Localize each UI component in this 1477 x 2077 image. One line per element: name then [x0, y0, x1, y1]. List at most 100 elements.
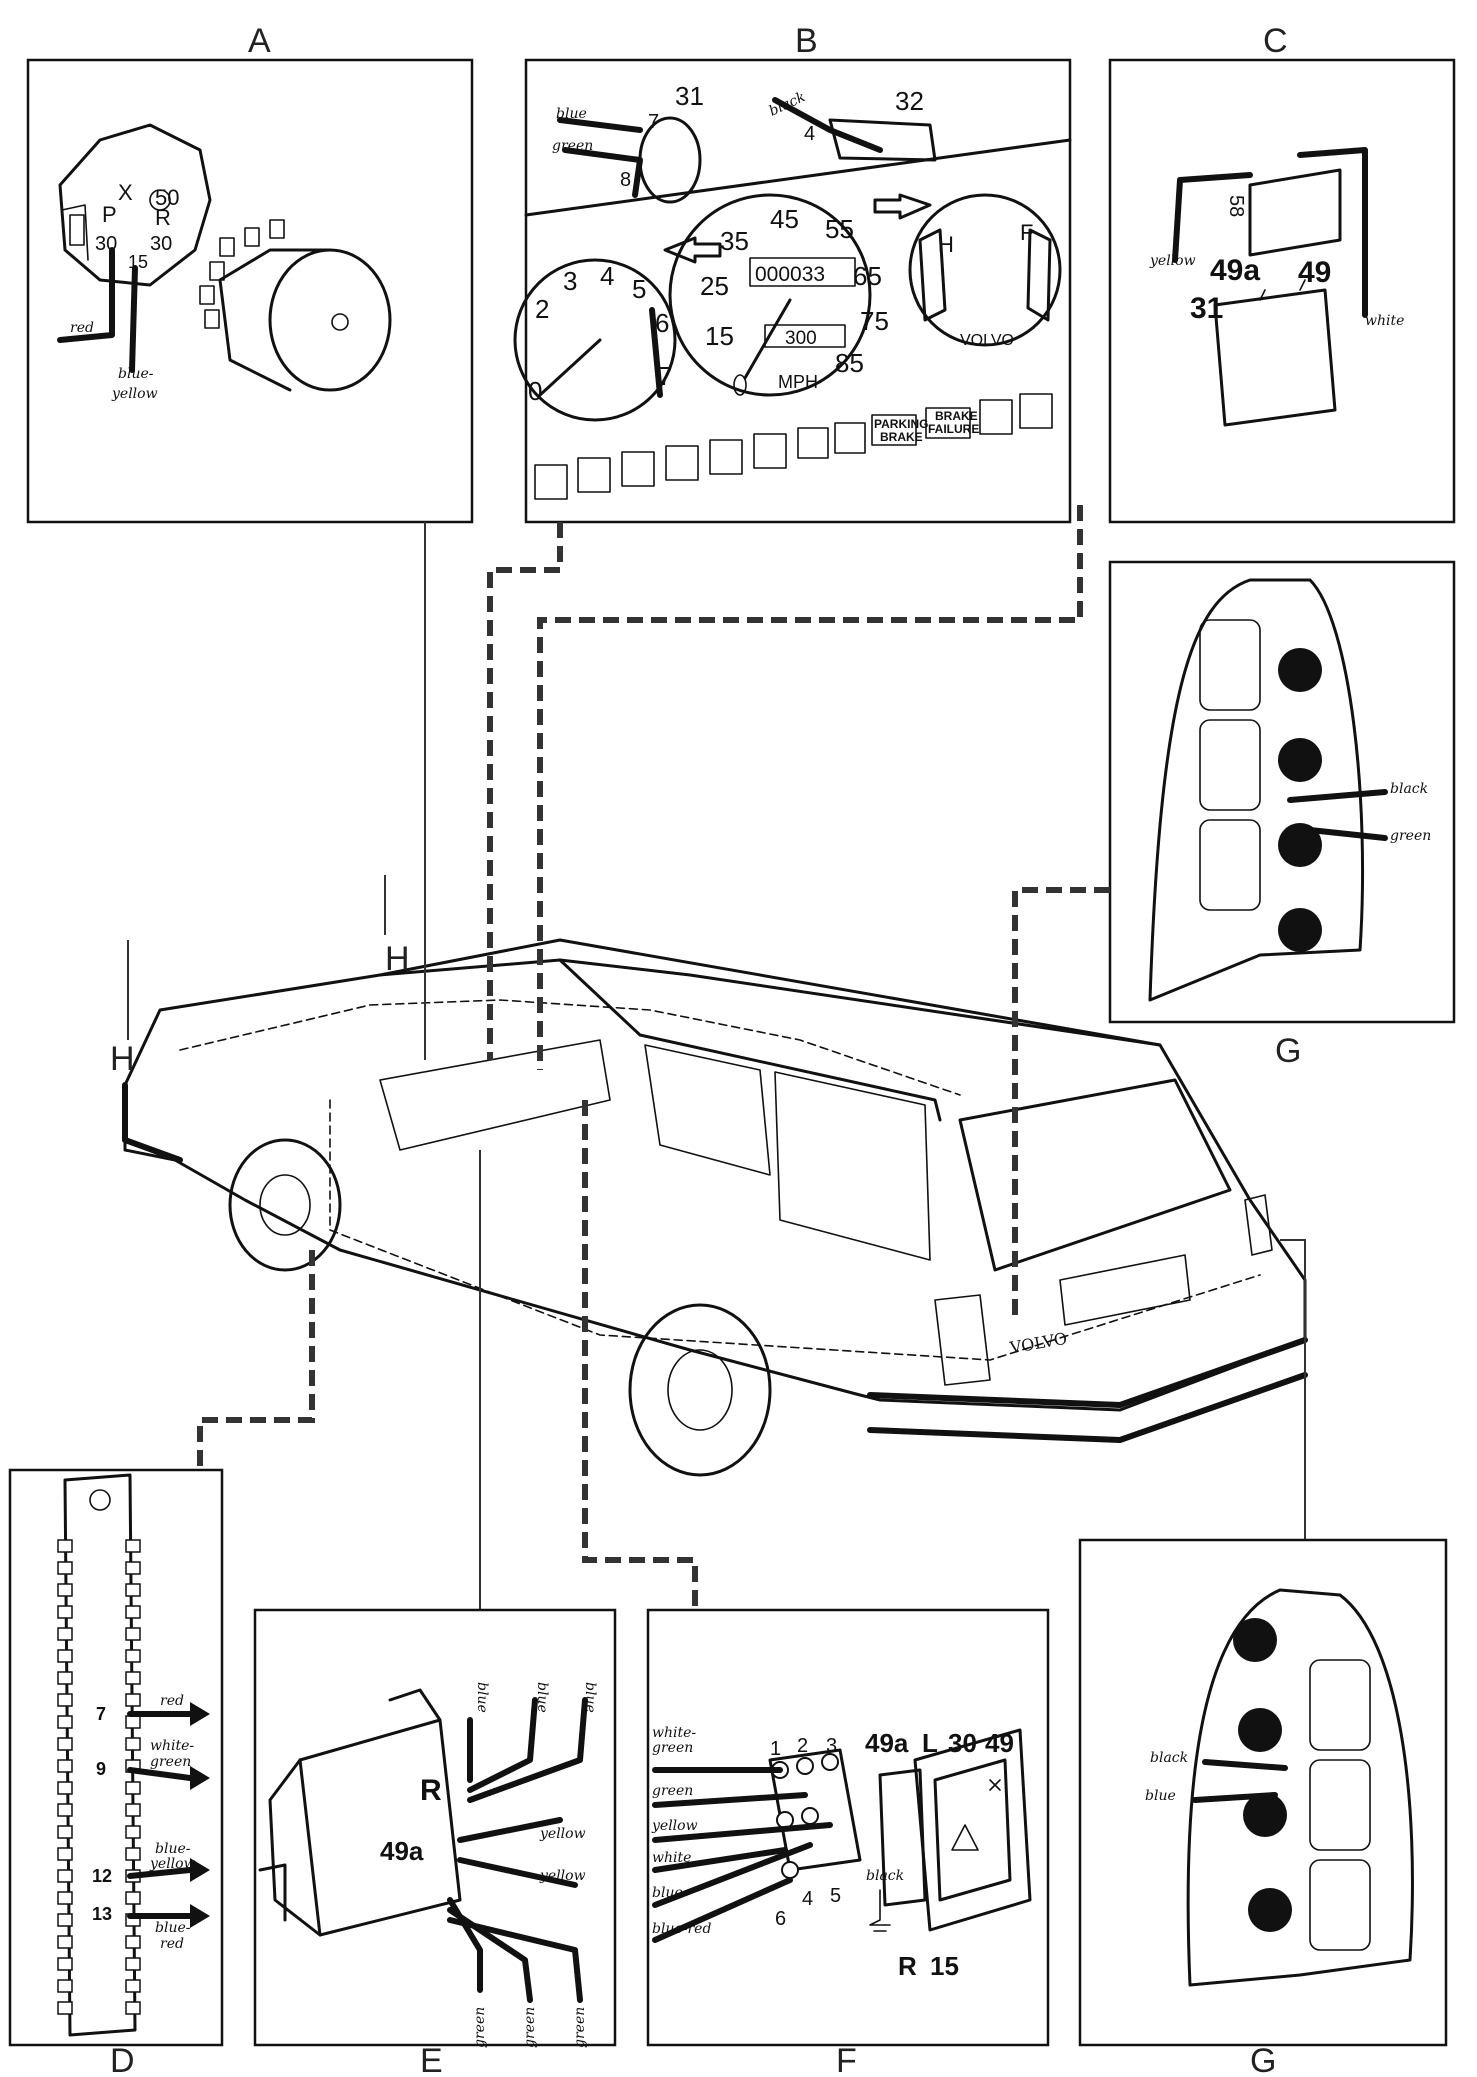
terminal-pin	[57, 1715, 73, 1729]
svg-text:49a: 49a	[1210, 254, 1260, 287]
terminal-pin	[57, 1561, 73, 1575]
svg-text:13: 13	[92, 1904, 112, 1924]
connector-31-icon	[557, 116, 702, 204]
terminal-pin	[57, 1583, 73, 1597]
svg-text:7: 7	[658, 361, 672, 391]
tail-lamp-icon-2	[1186, 1588, 1414, 1987]
terminal-pin	[57, 1847, 73, 1861]
wheel-front-icon	[228, 1138, 342, 1272]
svg-text:50: 50	[155, 185, 179, 210]
terminal-pin	[57, 1935, 73, 1949]
svg-text:X: X	[118, 180, 133, 205]
svg-text:red: red	[160, 1936, 184, 1952]
svg-text:75: 75	[860, 306, 889, 336]
svg-text:2: 2	[797, 1735, 808, 1757]
svg-text:green: green	[1390, 828, 1431, 844]
svg-text:58: 58	[1225, 195, 1247, 217]
warning-lights	[534, 393, 1053, 500]
svg-text:49a: 49a	[865, 1728, 909, 1758]
terminal-pin	[125, 1847, 141, 1861]
svg-text:green: green	[652, 1740, 693, 1756]
svg-text:green: green	[552, 138, 593, 154]
svg-text:45: 45	[770, 204, 799, 234]
svg-text:5: 5	[632, 274, 646, 304]
svg-text:12: 12	[92, 1866, 112, 1886]
terminal-pin	[57, 1913, 73, 1927]
flasher-unit-icon	[258, 1688, 462, 1937]
marker-h-dash: H	[385, 940, 410, 978]
switch-contact-icon	[199, 219, 392, 392]
wire-red: red	[70, 320, 94, 336]
svg-text:5: 5	[830, 1885, 841, 1907]
terminal-pin	[125, 1561, 141, 1575]
svg-text:yellow: yellow	[111, 386, 158, 402]
svg-text:2: 2	[535, 294, 549, 324]
car-brand: VOLVO	[1008, 1329, 1069, 1358]
terminal-pin	[57, 1737, 73, 1751]
terminal-pin	[57, 1759, 73, 1773]
svg-text:green: green	[652, 1783, 693, 1799]
terminal-pin	[57, 1627, 73, 1641]
svg-text:49: 49	[985, 1728, 1014, 1758]
svg-text:9: 9	[96, 1759, 106, 1779]
warn-brake-failure: BRAKE	[935, 409, 978, 423]
panel-g-bottom: G black blue	[1078, 1538, 1448, 2077]
speedometer-ticks: 15 25 35 45 55 65 75 85	[700, 204, 889, 378]
panel-e: E R 49a blue blue blue yellow yellow gre…	[253, 1608, 617, 2077]
speedometer-icon	[668, 193, 872, 397]
svg-text:85: 85	[835, 348, 864, 378]
svg-text:15: 15	[705, 321, 734, 351]
terminal-pin	[125, 1715, 141, 1729]
svg-text:6: 6	[655, 308, 669, 338]
svg-text:black: black	[1390, 781, 1428, 797]
terminal-pin	[125, 1803, 141, 1817]
panel-g-bottom-label: G	[1250, 2042, 1276, 2077]
warn-parking-brake: PARKING	[874, 417, 928, 431]
svg-text:R: R	[898, 1951, 917, 1981]
wire-blue-yellow: blue-	[118, 366, 154, 382]
svg-text:FAILURE: FAILURE	[928, 422, 979, 436]
ignition-switch-icon: X 50 P R 30 30 15	[57, 123, 212, 373]
terminal-pins	[57, 1539, 141, 2015]
svg-text:F: F	[1020, 220, 1033, 245]
svg-text:yellow: yellow	[149, 1856, 196, 1872]
mph-label: MPH	[778, 372, 818, 392]
terminal-pin	[57, 1979, 73, 1993]
svg-text:25: 25	[700, 271, 729, 301]
terminal-pin	[125, 1693, 141, 1707]
terminal-pin	[125, 1737, 141, 1751]
svg-text:yellow: yellow	[651, 1818, 698, 1834]
svg-text:white: white	[652, 1850, 691, 1866]
panel-g-top: G black green	[1108, 560, 1456, 1070]
svg-text:white: white	[1365, 313, 1404, 329]
svg-text:0: 0	[528, 376, 542, 406]
panel-c-label: C	[1263, 22, 1288, 60]
terminal-pin	[125, 1957, 141, 1971]
svg-text:H: H	[938, 232, 954, 257]
panel-g-top-label: G	[1275, 1032, 1301, 1070]
svg-text:blue: blue	[1145, 1788, 1176, 1804]
terminal-pin	[125, 1627, 141, 1641]
svg-text:L: L	[922, 1728, 938, 1758]
svg-text:black: black	[866, 1868, 904, 1884]
svg-text:49: 49	[1298, 256, 1331, 289]
tachometer-ticks: 0 2 3 4 5 6 7	[528, 261, 672, 406]
trip-meter: 300	[785, 328, 817, 349]
svg-text:1: 1	[770, 1738, 781, 1760]
svg-text:VOLVO: VOLVO	[960, 332, 1014, 349]
svg-text:green: green	[150, 1754, 191, 1770]
svg-text:R: R	[420, 1774, 442, 1807]
terminal-pin	[125, 1649, 141, 1663]
panel-b-label: B	[795, 22, 818, 60]
odometer: 000033	[755, 263, 825, 286]
terminal-pin	[57, 1891, 73, 1905]
svg-text:7: 7	[96, 1704, 106, 1724]
terminal-pin	[57, 1605, 73, 1619]
panel-e-label: E	[420, 2042, 443, 2077]
terminal-pin	[57, 1957, 73, 1971]
svg-text:65: 65	[853, 261, 882, 291]
svg-text:31: 31	[675, 81, 704, 111]
terminal-pin	[125, 1979, 141, 1993]
tail-lamp-icon	[1148, 578, 1365, 1002]
